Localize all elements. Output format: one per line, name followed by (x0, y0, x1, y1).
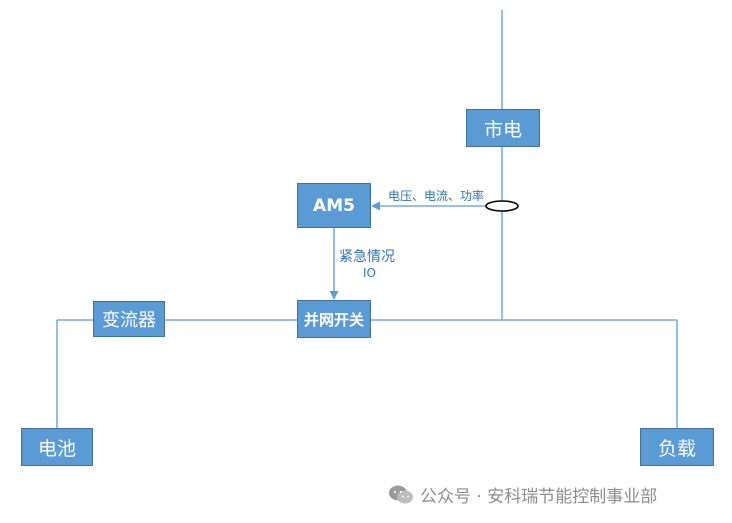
grid-switch-node: 并网开关 (297, 300, 371, 338)
wechat-icon (389, 485, 413, 503)
watermark-text: 公众号 · 安科瑞节能控制事业部 (420, 487, 658, 507)
measurement-label: 电压、电流、功率 (388, 189, 485, 203)
grid-node: 市电 (466, 109, 540, 147)
io-label: IO (363, 266, 376, 280)
emergency-label: 紧急情况 (339, 249, 395, 265)
battery-node: 电池 (21, 428, 93, 466)
am5-node: AM5 (297, 183, 371, 228)
watermark: 公众号 · 安科瑞节能控制事业部 (388, 482, 657, 507)
load-node: 负载 (640, 428, 714, 466)
current-transformer-icon (485, 200, 519, 212)
converter-node: 变流器 (93, 301, 165, 337)
